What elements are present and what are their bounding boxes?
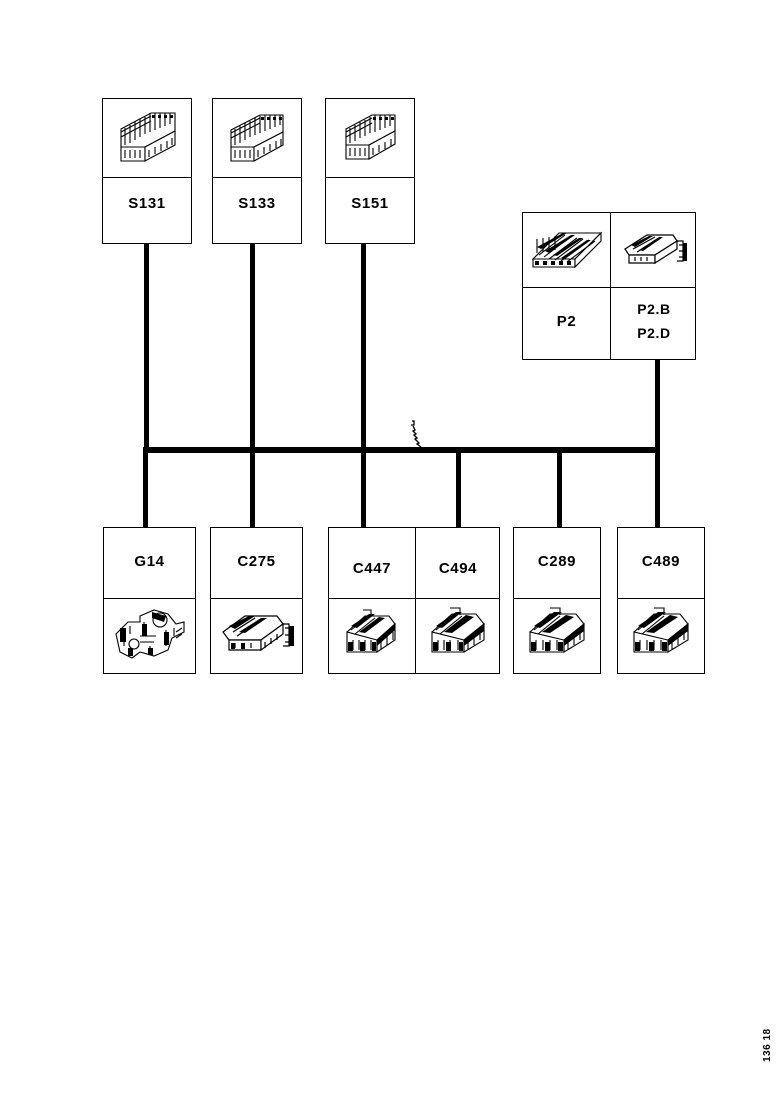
housing-connector-icon [341, 606, 405, 664]
bus-pointer-annotation [404, 419, 440, 456]
node-s133[interactable]: S133 [212, 98, 302, 244]
node-p2d-label: P2.D [637, 325, 671, 341]
node-c494-label: C494 [438, 560, 478, 577]
node-c289-divider [514, 598, 600, 599]
main-bus-line [143, 447, 660, 453]
node-p2-divider [523, 287, 695, 288]
housing-connector-icon [426, 604, 494, 664]
wire-s151-drop [361, 244, 366, 450]
node-c275-label: C275 [237, 553, 276, 570]
node-g14[interactable]: G14 [103, 527, 196, 674]
housing-connector-icon [524, 604, 594, 664]
node-c289-image-cell [514, 598, 600, 673]
sheet-code: 136 18 [762, 1028, 773, 1062]
node-s151-label: S151 [351, 195, 389, 212]
node-p2[interactable]: P2 P2.B P2.D [522, 212, 696, 360]
housing-connector-icon [628, 604, 698, 664]
wire-c489-drop [655, 450, 660, 528]
wire-p2-drop [655, 360, 660, 450]
node-s151[interactable]: S151 [325, 98, 415, 244]
node-c489-label: C489 [641, 553, 681, 570]
wire-c494-drop [456, 450, 461, 528]
node-c447-c494-vertical-divider [415, 528, 416, 673]
node-c494-image-cell [416, 598, 501, 673]
node-c489[interactable]: C489 [617, 527, 705, 674]
node-s133-divider [213, 177, 301, 178]
node-s131-label: S131 [128, 195, 166, 212]
node-s131[interactable]: S131 [102, 98, 192, 244]
node-s131-divider [103, 177, 191, 178]
wire-c289-drop [557, 450, 562, 528]
node-c275-divider [211, 598, 302, 599]
node-c447-c494-divider [329, 598, 499, 599]
node-s133-label: S133 [238, 195, 276, 212]
node-c489-divider [618, 598, 704, 599]
node-c275-image-cell [211, 598, 302, 673]
wire-s131-drop [144, 244, 149, 450]
wire-c275-drop [250, 450, 255, 528]
splice-connector-icon [338, 111, 404, 165]
node-p2bd-image-cell [611, 213, 697, 287]
node-s131-image-cell [103, 99, 191, 177]
node-c289[interactable]: C289 [513, 527, 601, 674]
node-s133-image-cell [213, 99, 301, 177]
node-g14-divider [104, 598, 195, 599]
node-c289-label: C289 [537, 553, 577, 570]
ground-bracket-icon [110, 604, 192, 666]
node-s151-divider [326, 177, 414, 178]
splice-connector-icon [111, 109, 185, 167]
inline-connector-icon [219, 610, 297, 660]
node-c489-image-cell [618, 598, 704, 673]
node-p2b-label: P2.B [637, 301, 671, 317]
node-c275[interactable]: C275 [210, 527, 303, 674]
node-p2-label: P2 [556, 313, 577, 330]
connector-block-icon [529, 227, 605, 275]
node-c447-label: C447 [352, 560, 392, 577]
wire-s133-drop [250, 244, 255, 450]
node-c447-image-cell [329, 598, 415, 673]
terminal-pin-icon [621, 231, 691, 273]
node-p2-image-cell [523, 213, 610, 287]
node-s151-image-cell [326, 99, 414, 177]
node-p2-vertical-divider [610, 213, 611, 359]
node-c447-c494-group[interactable]: C447 C494 [328, 527, 500, 674]
splice-connector-icon [223, 111, 293, 167]
node-g14-image-cell [104, 598, 195, 673]
wire-g14-drop [143, 450, 148, 528]
node-g14-label: G14 [134, 553, 165, 570]
wire-c447-drop [361, 450, 366, 528]
